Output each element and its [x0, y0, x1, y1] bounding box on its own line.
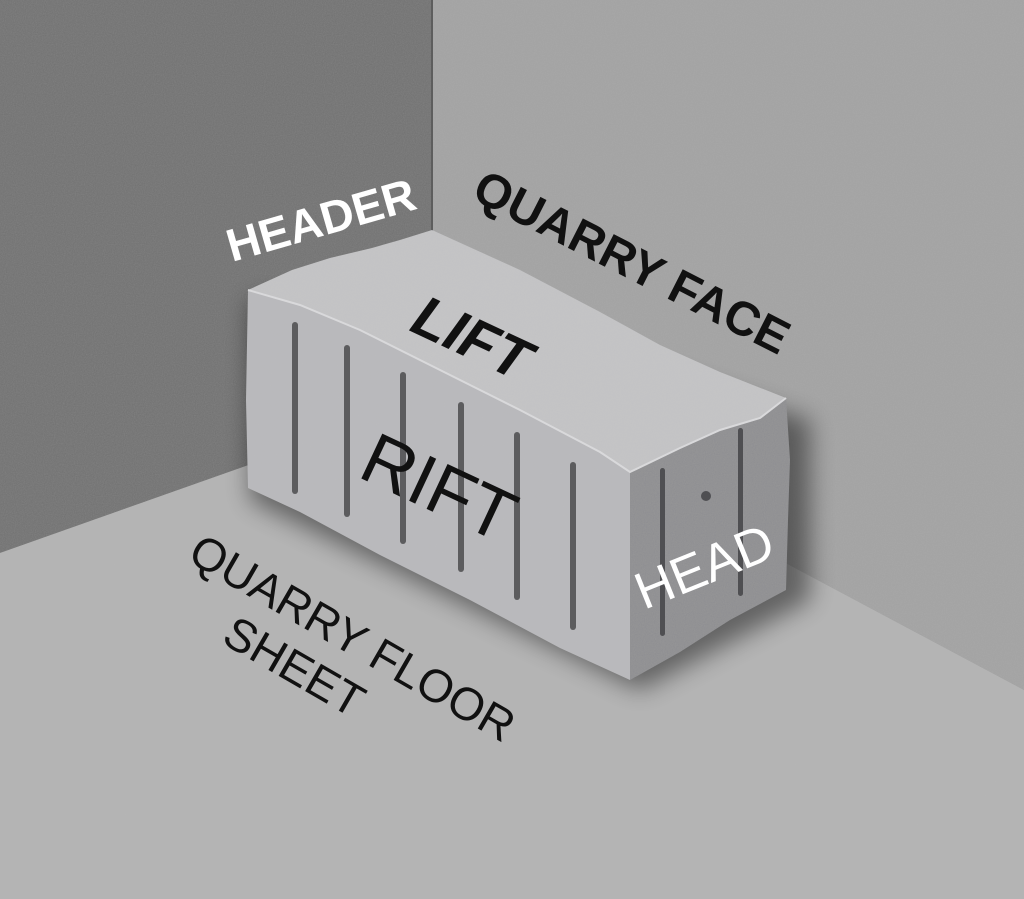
- floor: [0, 400, 1024, 899]
- back-wall: [432, 0, 1024, 690]
- drill-groove: [400, 372, 406, 544]
- end-drill-grooves: [660, 428, 743, 636]
- drill-groove: [514, 432, 520, 600]
- block-end-face: [630, 398, 790, 680]
- drill-groove: [344, 345, 350, 517]
- drill-groove: [570, 462, 576, 630]
- block-top-face: [248, 230, 786, 472]
- block-front-face: [246, 290, 630, 680]
- drill-groove: [458, 402, 464, 572]
- drill-hole: [701, 491, 711, 501]
- drill-groove: [660, 468, 665, 636]
- drill-groove: [292, 322, 298, 494]
- drill-grooves: [292, 322, 576, 630]
- block-top-edge: [247, 289, 787, 474]
- drill-groove: [738, 428, 743, 596]
